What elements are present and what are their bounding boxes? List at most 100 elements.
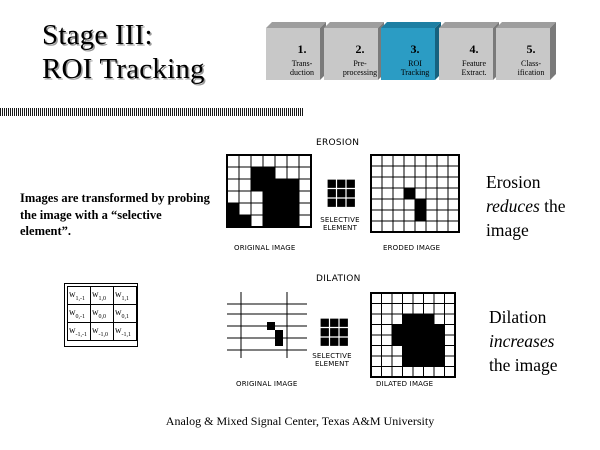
stage-block-face	[381, 28, 435, 80]
grid-cell-filled	[346, 198, 356, 208]
dilation-note: Dilation increases the image	[489, 307, 558, 375]
stage-4: 4. Feature Extract.	[461, 42, 487, 77]
stage-block-top	[496, 22, 556, 28]
grid-cell-filled	[320, 318, 330, 328]
dilation-element-caption: SELECTIVE ELEMENT	[312, 352, 352, 368]
grid-cell-filled	[336, 179, 346, 189]
stage-5: 5. Class- ification	[517, 42, 545, 77]
grid-cell-filled	[336, 188, 346, 198]
grid-cell-filled	[402, 356, 413, 367]
grid-cell-filled	[402, 324, 413, 335]
title-line-1: Stage III:	[42, 19, 153, 51]
grid-cell-filled	[263, 215, 275, 227]
erosion-element-caption: SELECTIVE ELEMENT	[320, 216, 360, 232]
title-line-2: ROI Tracking	[42, 53, 205, 85]
stage-block-top	[324, 22, 384, 28]
grid-cell-filled	[275, 330, 283, 338]
grid-cell-filled	[404, 188, 415, 199]
dilation-original-caption: ORIGINAL IMAGE	[236, 380, 298, 388]
dilation-title: DILATION	[316, 274, 361, 284]
stage-1: 1. Trans- duction	[290, 42, 314, 77]
grid-cell-filled	[227, 215, 239, 227]
grid-cell-filled	[415, 199, 426, 210]
grid-cell-filled	[275, 179, 287, 191]
grid-cell-filled	[434, 356, 445, 367]
grid-cell-filled	[263, 191, 275, 203]
grid-cell-filled	[267, 322, 275, 330]
erosion-note: Erosion reduces the image	[486, 172, 566, 240]
stage-progress: 1. Trans- duction 2. Pre- processing 3. …	[262, 22, 600, 84]
grid-cell-filled	[329, 337, 339, 347]
grid-cell-filled	[392, 324, 403, 335]
grid-cell-filled	[413, 335, 424, 346]
description-text: Images are transformed by probing the im…	[20, 191, 210, 238]
stage-block-face	[439, 28, 493, 80]
grid-cell-filled	[423, 335, 434, 346]
grid-frame	[370, 292, 456, 378]
stage-block-side	[550, 22, 556, 80]
weight-cell: w0,0	[90, 304, 114, 323]
grid-cell-filled	[336, 198, 346, 208]
stage-3: 3. ROI Tracking	[400, 42, 430, 77]
grid-cell-filled	[329, 327, 339, 337]
grid-cell-filled	[227, 203, 239, 215]
grid-cell-filled	[263, 179, 275, 191]
dilation-original-grid	[227, 292, 307, 358]
weight-cell: w-1,-1	[67, 322, 91, 341]
weight-cell: w1,0	[90, 286, 114, 305]
erosion-diagram	[226, 154, 460, 233]
stage-block-top	[266, 22, 326, 28]
slide-title: Stage III: ROI Tracking	[42, 18, 205, 86]
erosion-original-grid	[226, 154, 312, 228]
grid-cell-filled	[434, 324, 445, 335]
stage-block-face	[266, 28, 320, 80]
grid-frame	[226, 154, 312, 228]
erosion-original-caption: ORIGINAL IMAGE	[234, 244, 296, 252]
grid-cell-filled	[423, 324, 434, 335]
erosion-title: EROSION	[316, 138, 360, 148]
grid-cell-filled	[251, 179, 263, 191]
grid-cell-filled	[413, 324, 424, 335]
grid-cell-filled	[329, 318, 339, 328]
dilation-result-caption: DILATED IMAGE	[376, 380, 434, 388]
grid-frame	[370, 154, 460, 233]
grid-cell-filled	[251, 167, 263, 179]
grid-cell-filled	[423, 314, 434, 325]
grid-cell-filled	[434, 345, 445, 356]
weight-cell: w0,1	[113, 304, 137, 323]
footer-credit: Analog & Mixed Signal Center, Texas A&M …	[165, 414, 435, 428]
stage-block-top	[381, 22, 441, 28]
grid-cell-filled	[327, 198, 337, 208]
grid-cell-filled	[287, 203, 299, 215]
grid-cell-filled	[339, 318, 349, 328]
grid-cell-filled	[327, 188, 337, 198]
stage-2: 2. Pre- processing	[342, 42, 378, 77]
grid-cell-filled	[239, 215, 251, 227]
grid-cell-filled	[275, 338, 283, 346]
grid-cell-filled	[402, 335, 413, 346]
grid-cell-filled	[263, 203, 275, 215]
grid-cell-filled	[339, 327, 349, 337]
grid-cell-filled	[434, 335, 445, 346]
title-divider	[0, 108, 304, 116]
weight-cell: w-1,1	[113, 322, 137, 341]
grid-cell-filled	[275, 203, 287, 215]
stage-block-face	[324, 28, 378, 80]
stage-blocks	[266, 22, 556, 80]
grid-cell-filled	[413, 356, 424, 367]
dilation-result-grid	[370, 292, 456, 378]
grid-cell-filled	[287, 179, 299, 191]
dilation-selective-element	[319, 317, 350, 348]
grid-cell-filled	[413, 314, 424, 325]
weight-cell: w1,-1	[67, 286, 91, 305]
grid-cell-filled	[415, 210, 426, 221]
grid-cell-filled	[263, 167, 275, 179]
grid-cell-filled	[320, 337, 330, 347]
erosion-selective-element	[326, 178, 357, 209]
weight-cell: w0,-1	[67, 304, 91, 323]
grid-cell-filled	[346, 179, 356, 189]
grid-cell-filled	[392, 335, 403, 346]
grid-cell-filled	[320, 327, 330, 337]
grid-cell-filled	[275, 215, 287, 227]
erosion-result-caption: ERODED IMAGE	[383, 244, 441, 252]
